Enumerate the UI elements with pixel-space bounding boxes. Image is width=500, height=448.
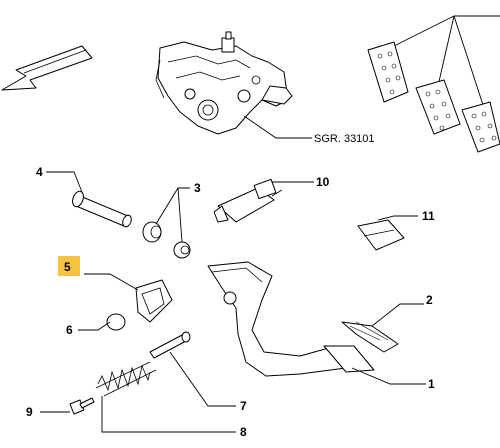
callout-7: 7 (240, 399, 247, 413)
part-1-clutch-pedal (207, 261, 375, 377)
part-6-cap (106, 313, 126, 331)
callout-9: 9 (26, 405, 33, 419)
callout-3: 3 (194, 181, 201, 195)
direction-arrow-icon (1, 45, 93, 91)
callout-8: 8 (240, 425, 247, 439)
part-2-pedal-pad (341, 321, 399, 353)
part-5-bracket (135, 279, 173, 323)
callout-5: 5 (64, 260, 71, 274)
part-7-push-rod (149, 331, 191, 359)
callout-4: 4 (36, 165, 43, 179)
part-4-pivot-pin (72, 190, 132, 228)
pedal-pads (367, 15, 500, 153)
callout-10: 10 (316, 175, 330, 189)
callout-2: 2 (426, 293, 433, 307)
part-11-clip (357, 219, 405, 251)
part-9-screw (69, 397, 95, 415)
callout-1: 1 (428, 377, 435, 391)
callout-5-highlight (58, 256, 80, 276)
pedal-box-housing (155, 31, 293, 135)
part-8-spring (95, 361, 157, 397)
callout-6: 6 (66, 323, 73, 337)
callout-11: 11 (422, 209, 435, 223)
reference-label: SGR. 33101 (314, 133, 375, 145)
part-10-stop-switch (213, 178, 283, 223)
part-3-bushings (142, 221, 191, 259)
